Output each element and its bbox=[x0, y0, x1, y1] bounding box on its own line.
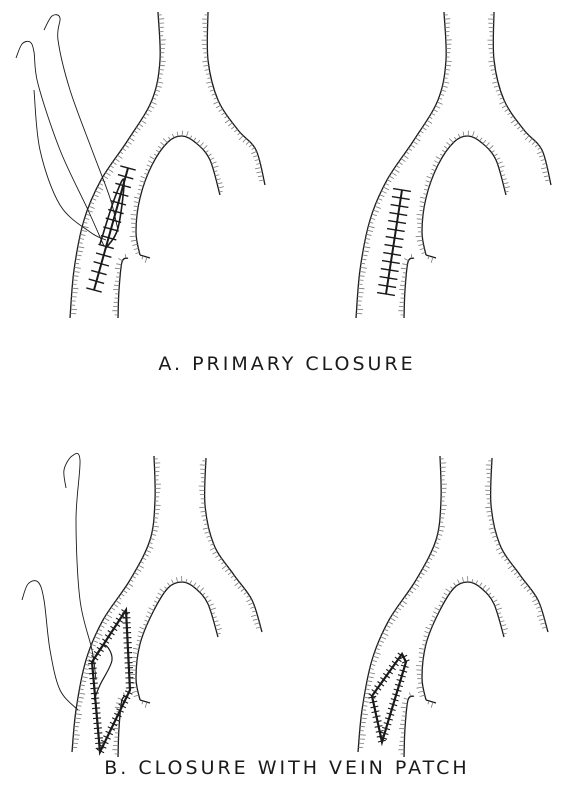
vessel-wall-line bbox=[118, 258, 128, 318]
suture-thread-loop bbox=[34, 90, 106, 240]
vessel-wall-line bbox=[404, 258, 414, 318]
caption-closure-with-vein-patch: B. CLOSURE WITH VEIN PATCH bbox=[0, 757, 574, 779]
suture-thread-upper bbox=[64, 453, 96, 680]
vessel-wall-stipple bbox=[201, 15, 264, 181]
bifurcation-crotch-wall bbox=[416, 131, 510, 255]
vein-patch-with-suture-drawing bbox=[22, 453, 262, 757]
primary-closure-completed-drawing bbox=[356, 12, 551, 318]
vessel-wall-line bbox=[404, 696, 414, 757]
bifurcation-crotch-wall bbox=[130, 131, 224, 255]
vessel-wall-stipple bbox=[487, 15, 550, 181]
vessel-wall-line bbox=[140, 255, 150, 258]
internal-carotid-tip bbox=[140, 700, 150, 708]
suture-stitches bbox=[86, 166, 135, 292]
vessel-wall-stipple bbox=[416, 131, 510, 254]
suture-thread-lower bbox=[22, 581, 78, 710]
suture-thread-right bbox=[44, 15, 118, 230]
internal-carotid-inner-wall bbox=[398, 254, 414, 318]
vein-patch-in-progress bbox=[88, 610, 134, 753]
bifurcation-crotch-wall bbox=[416, 576, 508, 700]
vessel-wall-line bbox=[426, 255, 436, 258]
internal-carotid-tip bbox=[426, 700, 436, 708]
vessel-wall-stipple bbox=[358, 459, 447, 748]
bifurcation-crotch-wall bbox=[130, 576, 222, 700]
internal-carotid-inner-wall bbox=[398, 693, 414, 758]
vessel-wall-line bbox=[426, 700, 436, 703]
vessel-wall-line bbox=[140, 700, 150, 703]
vessel-wall-line bbox=[205, 458, 262, 632]
vessel-wall-line bbox=[356, 12, 446, 318]
internal-carotid-tip bbox=[140, 255, 150, 263]
vessel-wall-line bbox=[70, 12, 160, 318]
primary-suture-line bbox=[86, 166, 135, 292]
vessel-wall-stipple bbox=[130, 131, 224, 254]
vessel-wall-stipple bbox=[416, 576, 508, 696]
suture-knot bbox=[100, 179, 124, 248]
suture-thread-left bbox=[16, 41, 104, 246]
vessel-wall-stipple bbox=[72, 459, 161, 748]
internal-carotid-inner-wall bbox=[112, 254, 128, 318]
vessel-wall-line bbox=[136, 582, 218, 700]
vessel-wall-line bbox=[136, 136, 220, 255]
primary-closure-with-suture-drawing bbox=[16, 12, 265, 318]
vessel-wall-line bbox=[491, 458, 548, 632]
vein-patch-completed-drawing bbox=[358, 456, 548, 757]
vessel-wall-line bbox=[422, 136, 506, 255]
vessel-wall-line bbox=[422, 582, 504, 700]
internal-carotid-tip bbox=[426, 255, 436, 263]
caption-primary-closure: A. PRIMARY CLOSURE bbox=[0, 353, 574, 375]
vessel-wall-stipple bbox=[130, 576, 222, 696]
